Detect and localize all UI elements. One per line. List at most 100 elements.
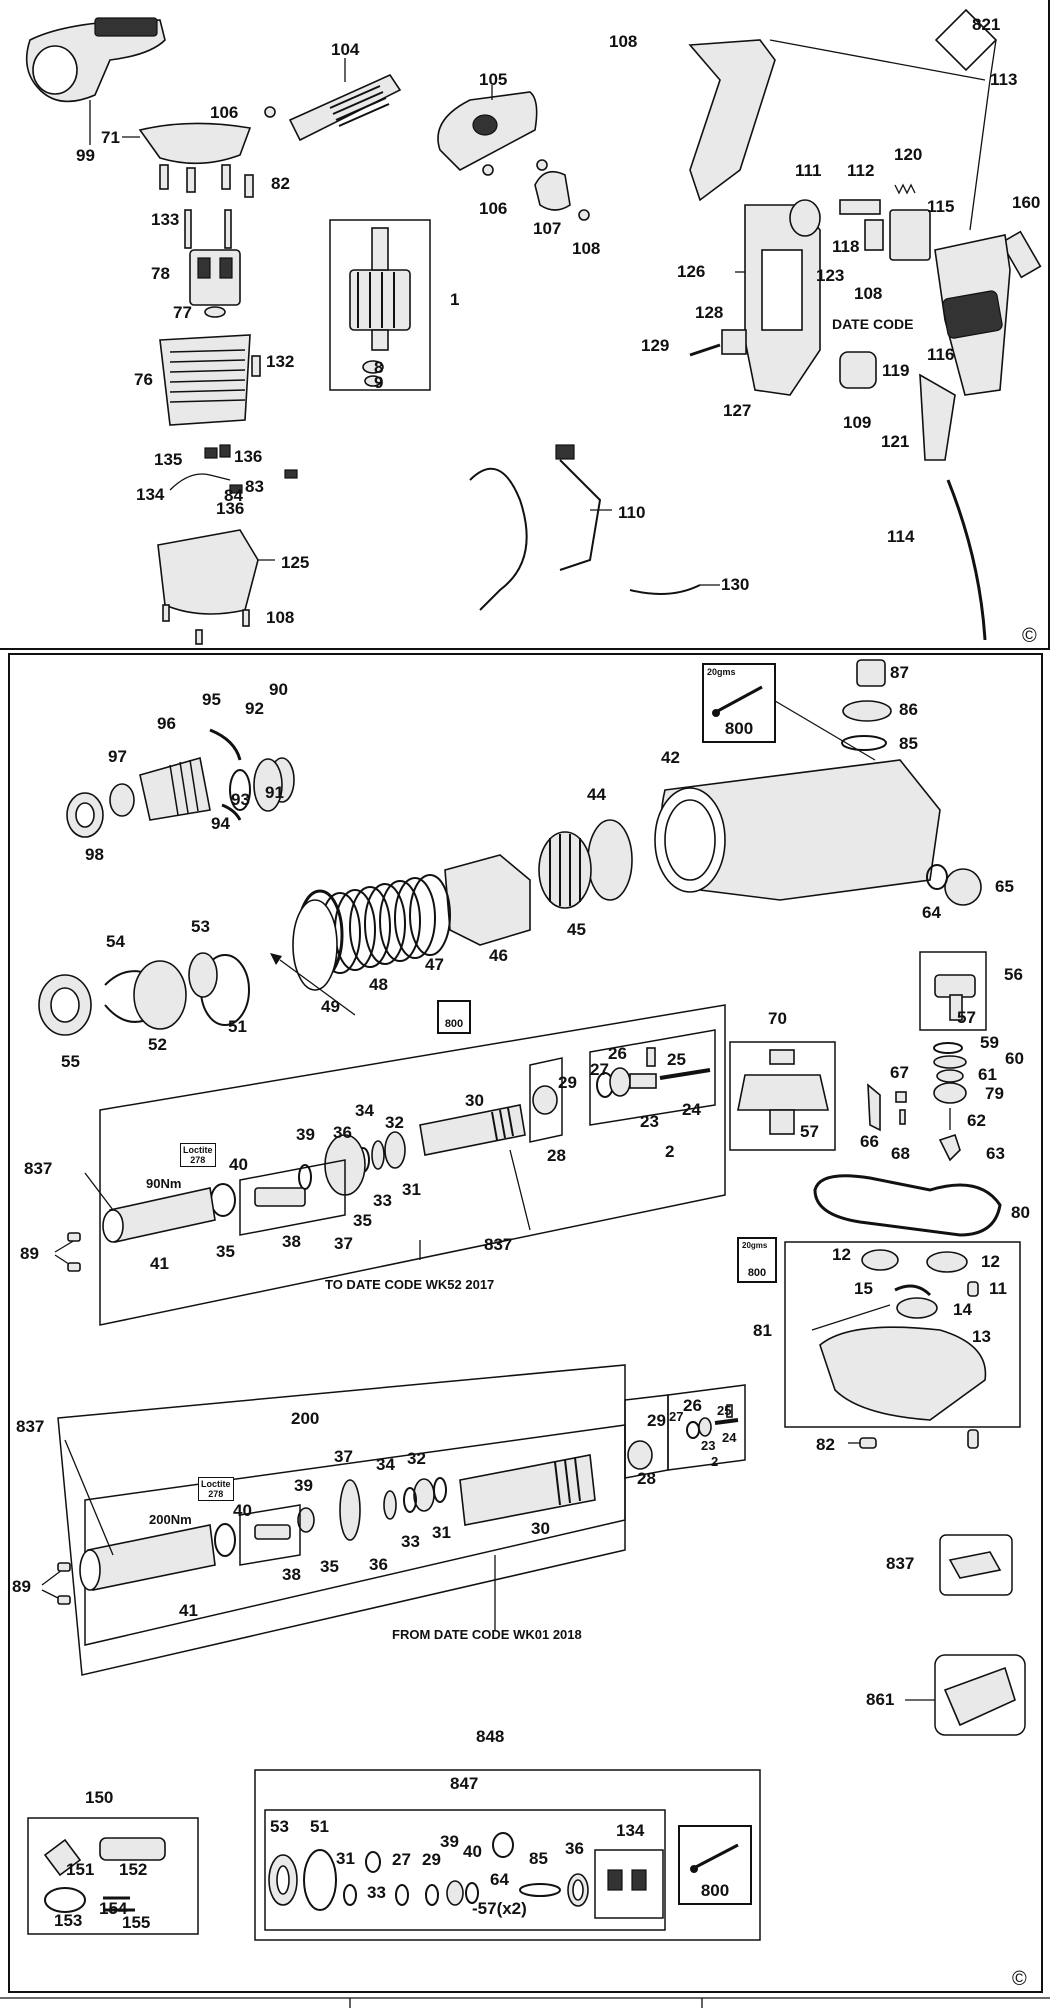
callout-13: 13 — [972, 1327, 991, 1346]
grease-card-right-label: 800 — [747, 1267, 767, 1279]
callout-39: 39 — [296, 1125, 315, 1144]
part-104-side-cover — [288, 73, 402, 142]
callout-59: 59 — [980, 1033, 999, 1052]
date-code-caption: DATE CODE — [832, 316, 914, 332]
callout-36: 36 — [565, 1839, 584, 1858]
callout-57: 57 — [800, 1122, 819, 1141]
callout-848: 848 — [476, 1727, 505, 1746]
callout-89: 89 — [20, 1244, 39, 1263]
callout-31: 31 — [432, 1523, 451, 1542]
callout-29: 29 — [422, 1850, 441, 1869]
callout-118: 118 — [832, 237, 860, 256]
callout-116: 116 — [927, 345, 955, 364]
callout-107: 107 — [533, 219, 562, 238]
callout-160: 160 — [1012, 193, 1041, 212]
callout-135: 135 — [154, 450, 183, 469]
upper-panel-frame — [0, 0, 1050, 650]
callout-34: 34 — [376, 1455, 395, 1474]
callout-71: 71 — [101, 128, 120, 147]
callout-105: 105 — [479, 70, 508, 89]
callout-70: 70 — [768, 1009, 787, 1028]
callout-91: 91 — [265, 783, 284, 802]
callout-82: 82 — [816, 1435, 835, 1454]
callout-153: 153 — [54, 1911, 83, 1930]
callout-108: 108 — [609, 32, 638, 51]
part-115-switch — [889, 209, 931, 261]
part-71-plate — [138, 122, 252, 165]
torque-old-caption: 90Nm — [146, 1176, 182, 1191]
callout-64: 64 — [922, 903, 941, 922]
grease-card-mid: 800 — [437, 1000, 471, 1034]
callout-49: 49 — [321, 997, 340, 1016]
callout-37: 37 — [334, 1447, 353, 1466]
part-30-new — [459, 1454, 596, 1526]
callout-93: 93 — [231, 790, 250, 809]
callout-128: 128 — [695, 303, 724, 322]
callout-48: 48 — [369, 975, 388, 994]
callout-39: 39 — [294, 1476, 313, 1495]
callout-111: 111 — [795, 161, 822, 180]
callout-150: 150 — [85, 1788, 114, 1807]
callout-96: 96 — [157, 714, 176, 733]
callout-84: 84 — [224, 486, 243, 505]
copyright-upper: © — [1022, 625, 1037, 647]
callout-27: 27 — [392, 1850, 411, 1869]
callout-120: 120 — [894, 145, 923, 164]
callout-40: 40 — [233, 1501, 252, 1520]
part-41-old — [109, 1187, 216, 1243]
callout-40: 40 — [463, 1842, 482, 1861]
callout-837: 837 — [24, 1159, 53, 1178]
callout-30: 30 — [531, 1519, 550, 1538]
callout-28: 28 — [547, 1146, 566, 1165]
callout-25: 25 — [667, 1050, 686, 1069]
callout-65: 65 — [995, 877, 1014, 896]
callout-26: 26 — [608, 1044, 627, 1063]
old-assembly-frame — [99, 1004, 726, 1326]
callout-33: 33 — [401, 1532, 420, 1551]
callout-200: 200 — [291, 1409, 320, 1428]
callout-108: 108 — [266, 608, 295, 627]
torque-new-caption: 200Nm — [149, 1512, 192, 1527]
callout-62: 62 — [967, 1111, 986, 1130]
callout-36: 36 — [369, 1555, 388, 1574]
part-861-case — [934, 1654, 1026, 1736]
part-96-sleeve — [139, 756, 211, 821]
callout-76: 76 — [134, 370, 153, 389]
callout-123: 123 — [816, 266, 845, 285]
callout-23: 23 — [701, 1438, 716, 1453]
callout-136: 136 — [216, 499, 245, 518]
callout-77: 77 — [173, 303, 192, 322]
loctite-tag-old: Loctite 278 — [180, 1143, 216, 1167]
callout-51: 51 — [310, 1817, 329, 1836]
callout-134: 134 — [616, 1821, 645, 1840]
callout-57: 57 — [957, 1008, 976, 1027]
part-81-plate — [819, 1326, 987, 1421]
copyright-lower: © — [1012, 1968, 1027, 1990]
callout-108: 108 — [572, 239, 601, 258]
part-125-rear-cover — [157, 529, 259, 615]
callout-94: 94 — [211, 814, 230, 833]
callout-104: 104 — [331, 40, 360, 59]
part-41-new — [87, 1524, 216, 1591]
callout-27: 27 — [669, 1409, 684, 1424]
callout-24: 24 — [682, 1100, 701, 1119]
callout-126: 126 — [677, 262, 706, 281]
callout-34: 34 — [355, 1101, 374, 1120]
callout-121: 121 — [881, 432, 910, 451]
callout-1: 1 — [450, 290, 460, 309]
callout-14: 14 — [953, 1300, 972, 1319]
part-80-seal — [813, 1174, 1002, 1237]
callout-8: 8 — [374, 358, 384, 377]
callout-109: 109 — [843, 413, 872, 432]
callout-35: 35 — [216, 1242, 235, 1261]
callout-11: 11 — [989, 1279, 1007, 1298]
part-87-cap — [856, 659, 886, 687]
callout-95: 95 — [202, 690, 221, 709]
callout-110: 110 — [618, 503, 646, 522]
callout-46: 46 — [489, 946, 508, 965]
callout-15: 15 — [854, 1279, 873, 1298]
callout-99: 99 — [76, 146, 95, 165]
callout-32: 32 — [385, 1113, 404, 1132]
callout-106: 106 — [210, 103, 239, 122]
